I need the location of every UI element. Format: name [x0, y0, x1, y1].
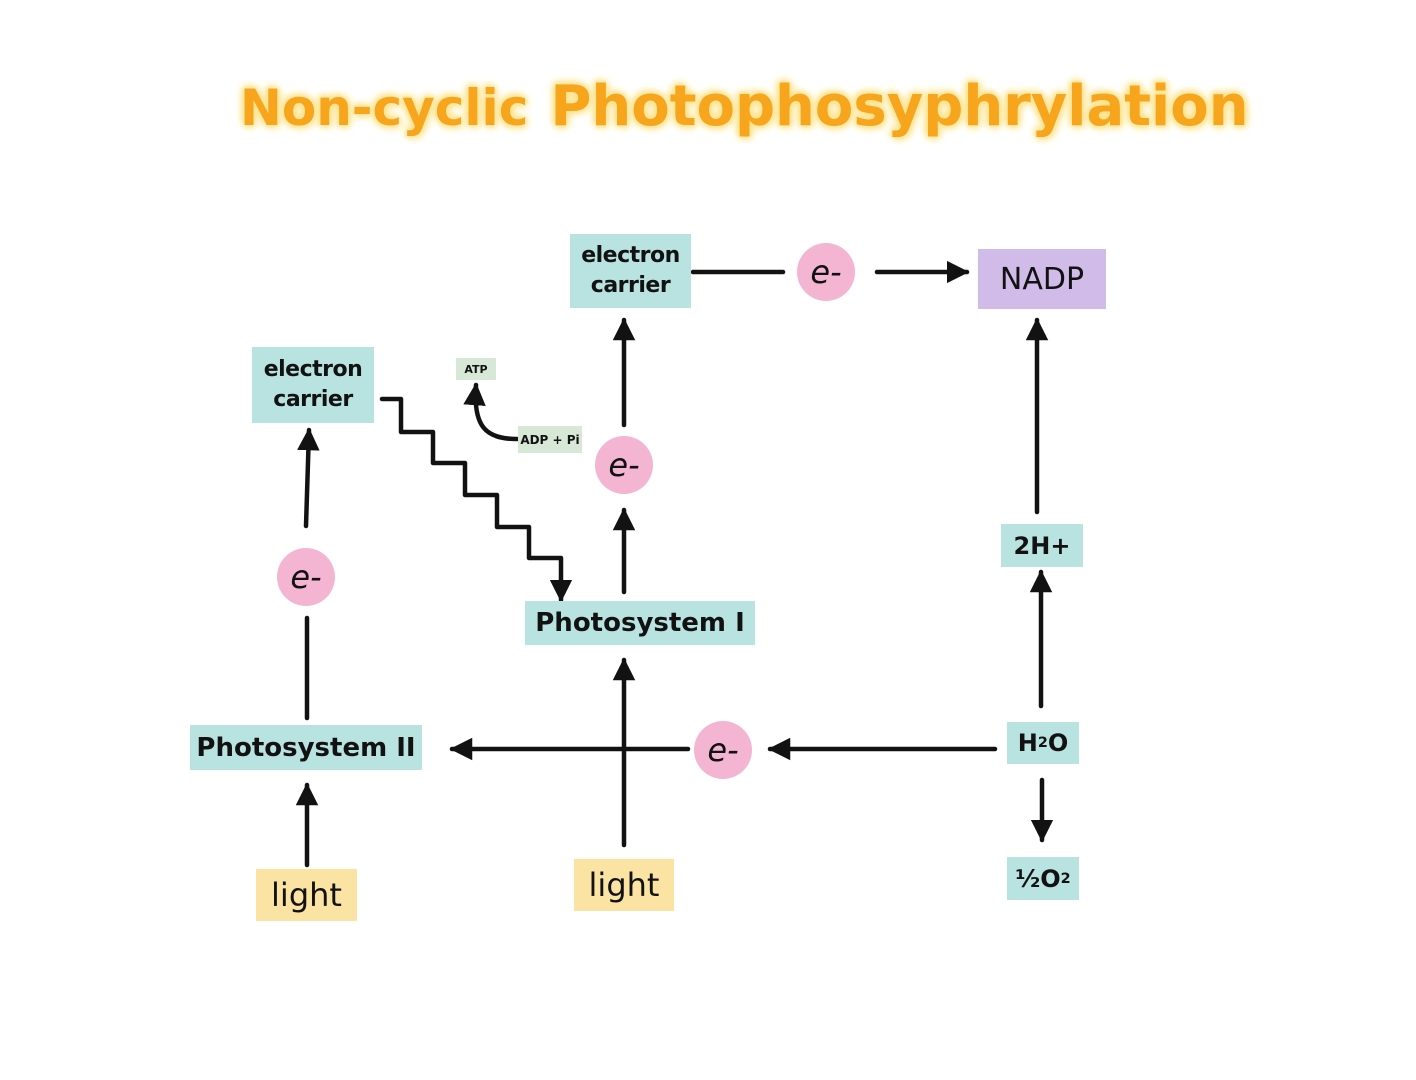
adp-pi-box: ADP + Pi [518, 426, 582, 453]
electron-carrier-top: electron carrier [570, 234, 691, 308]
staircase-carrier-to-ps1 [379, 396, 573, 603]
title-part-2: Photophosyphrylation [550, 74, 1249, 139]
title-part-1: Non-cyclic [240, 79, 529, 137]
nadp-box: NADP [978, 249, 1106, 309]
electron-circle-water: e- [694, 721, 752, 779]
water-o: O [1047, 729, 1069, 757]
two-h-plus-box: 2H+ [1001, 524, 1083, 567]
electron-circle-top: e- [797, 243, 855, 301]
photosystem-2-box: Photosystem II [190, 725, 422, 770]
water-subscript: 2 [1037, 735, 1048, 751]
carrier-top-line-1: electron [581, 243, 680, 268]
light-left-box: light [256, 869, 357, 921]
carrier-top-line-2: carrier [590, 273, 671, 298]
half-oxygen-subscript: 2 [1060, 870, 1071, 887]
electron-circle-ps1: e- [595, 436, 653, 494]
photosystem-1-box: Photosystem I [525, 601, 755, 645]
diagram-title: Non-cyclic Photophosyphrylation [240, 62, 1249, 152]
electron-carrier-left: electron carrier [252, 347, 374, 423]
electron-circle-ps2: e- [277, 548, 335, 606]
carrier-left-line-1: electron [263, 357, 363, 382]
water-h: H [1017, 729, 1038, 757]
atp-box: ATP [456, 358, 496, 380]
half-oxygen-main: ½O [1015, 864, 1061, 893]
light-center-box: light [574, 859, 674, 911]
carrier-left-line-2: carrier [273, 387, 353, 412]
arrow-adp-to-atp [463, 382, 520, 442]
arrow-electron-to-carrier-left [297, 427, 320, 529]
